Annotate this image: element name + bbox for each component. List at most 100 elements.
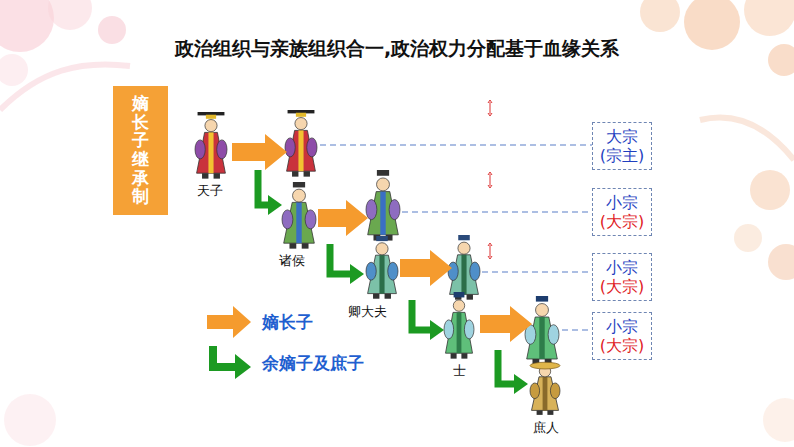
legend-swatch: [205, 305, 253, 339]
rank-text: 小宗: [595, 317, 649, 336]
double-arrow-symbol: [488, 172, 492, 188]
rank-text: 小宗: [595, 258, 649, 277]
foot: [373, 294, 379, 299]
sleeve: [366, 262, 376, 280]
person-figure: [285, 110, 317, 177]
robe-trim: [296, 202, 301, 243]
rank-line: [562, 329, 592, 330]
robe-trim: [380, 192, 385, 235]
sleeve: [470, 262, 480, 280]
flower-petal: [0, 54, 28, 86]
hat: [458, 235, 470, 240]
flower-petal: [98, 16, 126, 44]
head: [205, 120, 217, 132]
head: [453, 300, 464, 311]
robe-trim: [461, 255, 466, 295]
sleeve: [388, 262, 398, 280]
branch-arrowhead: [430, 320, 444, 340]
foot: [214, 173, 220, 178]
double-arrow-symbol: [488, 100, 492, 116]
branch-arrow: [498, 350, 516, 384]
rank-box: 小宗(大宗): [592, 312, 652, 360]
hat: [293, 182, 305, 187]
robe-trim: [208, 132, 213, 173]
head: [295, 118, 307, 130]
sleeve: [282, 210, 293, 229]
sleeve: [550, 383, 560, 399]
rank-label: 诸侯: [279, 252, 305, 270]
person-figure: [448, 235, 480, 300]
sleeve: [195, 140, 205, 159]
head: [536, 304, 549, 317]
slide-title: 政治组织与亲族组织合一,政治权力分配基于血缘关系: [0, 36, 794, 62]
heir-arrow: [400, 250, 452, 286]
rank-line: [402, 211, 592, 212]
rank-label: 天子: [197, 182, 223, 200]
head: [293, 189, 306, 202]
rank-label: 庶人: [533, 419, 559, 437]
robe-trim: [379, 255, 384, 293]
sleeve: [366, 200, 377, 220]
flower-petal: [763, 398, 794, 442]
person-figure: [366, 170, 400, 241]
foot: [202, 173, 208, 178]
rank-box: 小宗(大宗): [592, 188, 652, 236]
foot: [451, 353, 457, 358]
rank-text: (宗主): [595, 146, 649, 165]
legend-swatch: [205, 346, 253, 380]
branch-arrowhead: [514, 374, 528, 394]
legend-text: 余嫡子及庶子: [262, 352, 364, 375]
sleeve: [448, 262, 458, 280]
rank-line: [320, 144, 592, 145]
foot: [292, 171, 298, 176]
sleeve: [217, 140, 227, 159]
person-figure: [530, 362, 560, 415]
crown: [206, 115, 216, 119]
person-figure: [366, 236, 398, 299]
sleeve: [285, 138, 295, 157]
rank-text: (大宗): [595, 277, 649, 296]
rank-box: 小宗(大宗): [592, 253, 652, 301]
hat: [376, 236, 388, 241]
sleeve: [464, 320, 474, 339]
rank-box: 大宗(宗主): [592, 122, 652, 170]
flower-petal: [734, 224, 762, 252]
hat: [454, 292, 465, 297]
sleeve: [530, 383, 540, 399]
head: [377, 178, 390, 191]
branch-arrow: [412, 300, 432, 330]
flower-petal: [0, 0, 54, 52]
foot: [385, 294, 391, 299]
foot: [289, 243, 296, 248]
banner-text: 嫡长子继承制: [132, 94, 149, 206]
flower-petal: [744, 0, 794, 36]
person-figure: [525, 296, 559, 365]
person-figure: [195, 112, 227, 179]
rank-text: 小宗: [595, 193, 649, 212]
robe-trim: [539, 317, 544, 359]
foot: [304, 171, 310, 176]
heir-arrow: [480, 306, 532, 342]
sleeve: [444, 320, 454, 339]
head: [376, 243, 388, 255]
head: [458, 242, 470, 254]
double-arrow-symbol: [488, 243, 492, 259]
person-figure: [282, 182, 316, 249]
flower-petal: [640, 0, 680, 32]
rank-text: (大宗): [595, 336, 649, 355]
branch-arrow: [330, 244, 352, 274]
foot: [547, 410, 553, 414]
robe-trim: [298, 130, 303, 171]
foot: [537, 410, 543, 414]
robe-trim: [543, 377, 548, 411]
rank-text: (大宗): [595, 212, 649, 231]
legend-text: 嫡长子: [262, 311, 313, 334]
flower-petal: [750, 170, 790, 210]
flower-petal: [768, 44, 794, 76]
person-figure: [444, 292, 474, 359]
flower-petal: [684, 0, 740, 50]
